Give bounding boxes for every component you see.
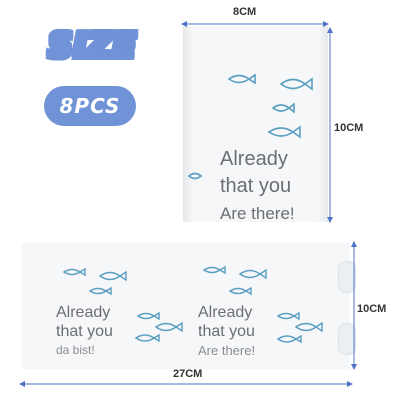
message-line-1: Already bbox=[56, 304, 111, 321]
wrap-right-edge bbox=[318, 26, 328, 222]
fish-icon bbox=[294, 321, 323, 333]
fish-pattern-bottom bbox=[62, 265, 323, 344]
count-badge: 8PCS bbox=[44, 86, 136, 126]
message-line-3: Are there! bbox=[198, 343, 256, 358]
message-line-2: that you bbox=[198, 323, 255, 340]
wrap-message: Already that you Are there! bbox=[220, 146, 328, 227]
fish-icon bbox=[134, 333, 160, 343]
fish-icon bbox=[267, 125, 301, 139]
wrap-message-right: Already that you Are there! bbox=[198, 303, 308, 360]
message-line-1: Already bbox=[220, 148, 288, 170]
fish-icon bbox=[228, 286, 252, 296]
message-line-3: da bist! bbox=[56, 343, 95, 357]
wrap-message-left: Already that you da bist! bbox=[56, 303, 166, 360]
fish-pattern-top bbox=[187, 73, 313, 180]
fish-icon bbox=[238, 268, 267, 280]
fish-icon bbox=[62, 267, 86, 277]
fish-icon bbox=[187, 172, 203, 180]
size-title: SIZE bbox=[48, 26, 138, 66]
fish-icon bbox=[136, 311, 160, 321]
horizontal-wrap-preview: Already that you da bist! Already that y… bbox=[22, 243, 356, 369]
fish-icon bbox=[279, 77, 313, 91]
fish-icon bbox=[202, 265, 226, 275]
fish-icon bbox=[276, 334, 302, 344]
wrap-left-edge bbox=[183, 26, 193, 222]
vertical-wrap-preview: Already that you Are there! bbox=[183, 26, 328, 223]
message-line-2: that you bbox=[220, 175, 292, 197]
message-line-2: that you bbox=[56, 323, 113, 340]
fish-icon bbox=[88, 286, 112, 296]
message-line-3: Are there! bbox=[220, 204, 295, 223]
bottom-height-label: 10CM bbox=[357, 303, 387, 315]
message-line-1: Already bbox=[198, 304, 253, 321]
fish-icon bbox=[271, 102, 295, 114]
fish-icon bbox=[98, 270, 127, 282]
bottom-width-label: 27CM bbox=[173, 368, 203, 380]
fish-icon bbox=[276, 311, 300, 321]
count-badge-label: 8PCS bbox=[59, 94, 121, 118]
top-height-label: 10CM bbox=[334, 122, 364, 134]
top-width-label: 8CM bbox=[233, 6, 257, 18]
fish-icon bbox=[154, 321, 183, 333]
fish-icon bbox=[227, 73, 256, 85]
